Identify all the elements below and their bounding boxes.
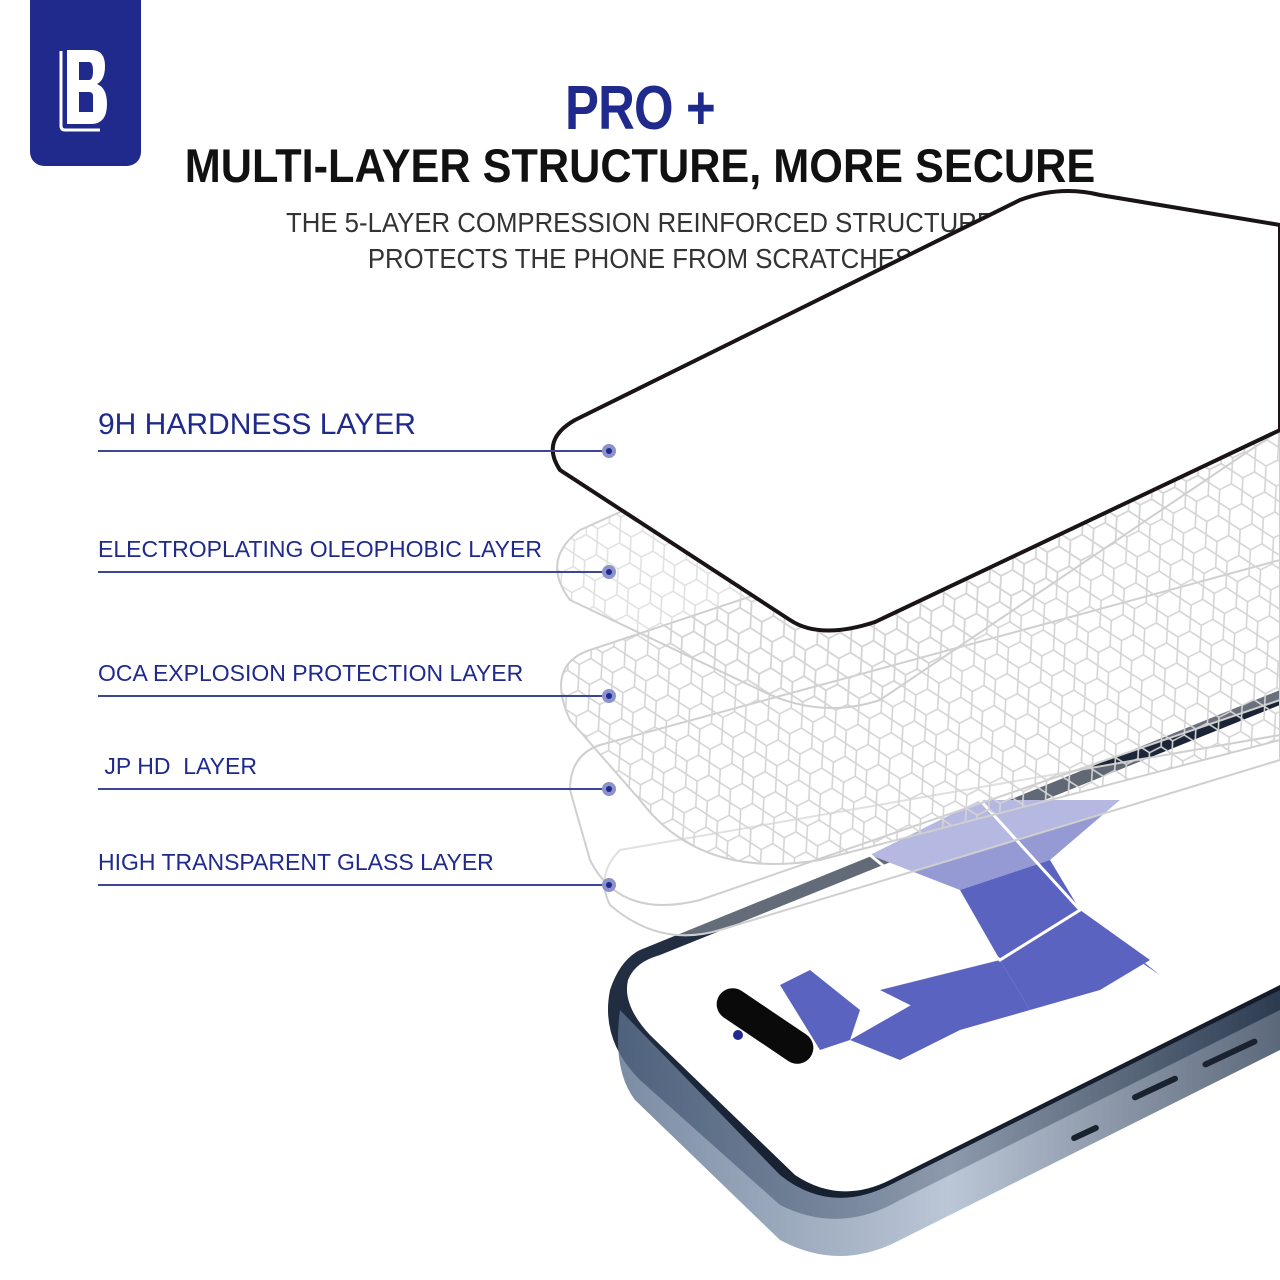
layer-marker-dot: [602, 565, 616, 579]
leader-line: [98, 788, 608, 790]
layer-label-oca-explosion: OCA EXPLOSION PROTECTION LAYER: [98, 660, 524, 686]
subtitle: THE 5-LAYER COMPRESSION REINFORCED STRUC…: [51, 205, 1229, 277]
layer-marker-dot: [602, 689, 616, 703]
page-title: MULTI-LAYER STRUCTURE, MORE SECURE: [184, 139, 1096, 192]
pro-badge: PRO +: [565, 74, 716, 143]
layer-label-9h-hardness: 9H HARDNESS LAYER: [98, 408, 416, 441]
leader-line: [98, 884, 608, 886]
layer-marker-dot: [602, 444, 616, 458]
subtitle-line-2: PROTECTS THE PHONE FROM SCRATCHES: [367, 243, 913, 274]
leader-line: [98, 571, 608, 573]
brand-logo-icon: [59, 50, 107, 132]
layer-label-transparent-glass: HIGH TRANSPARENT GLASS LAYER: [98, 849, 494, 875]
layer-marker-dot: [602, 878, 616, 892]
subtitle-line-1: THE 5-LAYER COMPRESSION REINFORCED STRUC…: [286, 207, 994, 238]
leader-line: [98, 450, 608, 452]
brand-logo: [30, 0, 141, 166]
layer-marker-dot: [602, 782, 616, 796]
hardness-layer-outline: [550, 189, 1280, 633]
layer-label-jp-hd: JP HD LAYER: [98, 753, 257, 779]
layer-label-oleophobic: ELECTROPLATING OLEOPHOBIC LAYER: [98, 536, 542, 562]
origami-graphic: [780, 798, 1160, 1060]
phone: [608, 690, 1280, 1256]
leader-line: [98, 695, 608, 697]
